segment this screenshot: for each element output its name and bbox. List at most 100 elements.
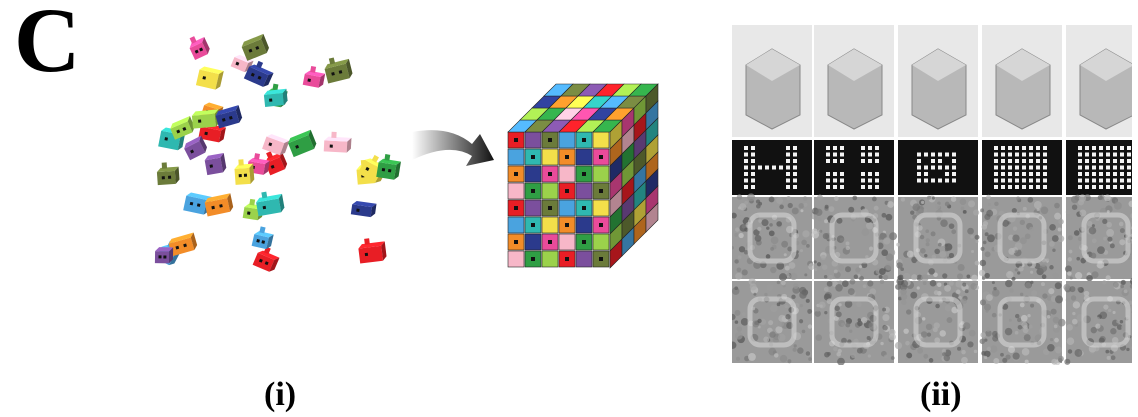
em-noise — [748, 352, 756, 361]
em-noise — [888, 333, 896, 341]
em-noise — [979, 299, 987, 306]
em-noise — [1131, 225, 1132, 231]
cube-front-cell — [558, 165, 576, 183]
em-noise — [1046, 295, 1052, 301]
mask-dot — [840, 159, 844, 163]
em-noise — [986, 294, 993, 302]
mask-dot — [1001, 178, 1005, 183]
mask-dot — [1029, 178, 1033, 183]
em-noise — [786, 275, 790, 279]
em-noise — [734, 233, 739, 237]
mask-dot — [751, 159, 755, 163]
em-noise — [739, 203, 747, 211]
em-noise — [963, 322, 971, 330]
em-noise — [799, 303, 804, 308]
em-noise — [925, 323, 933, 331]
em-noise — [768, 196, 775, 203]
em-noise — [868, 246, 874, 251]
em-noise — [1129, 278, 1132, 285]
em-noise — [1015, 313, 1020, 319]
em-noise — [858, 265, 863, 269]
em-noise — [768, 320, 774, 326]
mask-dot — [1029, 146, 1033, 150]
cube-front-hole — [531, 257, 535, 261]
em-noise — [1103, 236, 1107, 241]
em-noise — [778, 314, 786, 322]
em-noise — [950, 196, 957, 202]
em-noise — [784, 304, 788, 309]
em-noise — [1071, 318, 1078, 325]
brick — [358, 238, 387, 264]
mask-dot — [938, 165, 942, 170]
em-noise — [798, 203, 804, 209]
mask-dot — [1015, 178, 1019, 183]
em-noise — [779, 354, 788, 363]
em-noise — [900, 197, 905, 202]
em-noise — [861, 228, 870, 237]
mask-dot — [945, 178, 949, 183]
mask-dot — [875, 152, 879, 157]
brick — [215, 105, 243, 129]
em-noise — [1011, 276, 1016, 281]
mask-dot — [1127, 152, 1131, 157]
mask-dot — [1127, 185, 1131, 189]
em-noise — [917, 347, 924, 354]
em-noise — [1120, 284, 1125, 289]
em-noise — [933, 322, 940, 329]
em-noise — [1069, 276, 1073, 280]
em-noise — [1113, 201, 1122, 210]
brick — [262, 134, 290, 156]
em-noise — [985, 309, 989, 313]
em-noise — [978, 269, 986, 277]
cube-front-cell — [507, 182, 525, 200]
cube-front-cell — [592, 199, 610, 217]
em-noise — [1055, 346, 1063, 354]
brick — [376, 154, 401, 180]
em-particle — [1081, 296, 1131, 348]
em-noise — [882, 274, 889, 281]
em-noise — [889, 232, 898, 241]
em-noise — [766, 283, 774, 292]
em-noise — [974, 234, 980, 240]
em-particle — [997, 212, 1047, 264]
mask-dot — [1078, 172, 1082, 176]
em-noise — [906, 352, 913, 359]
em-noise — [824, 204, 829, 209]
em-noise — [957, 263, 965, 272]
mask-dot — [1015, 185, 1019, 189]
mask-dot — [861, 152, 865, 157]
em-noise — [1119, 239, 1126, 246]
em-noise — [1097, 194, 1103, 201]
em-noise — [984, 232, 989, 237]
em-noise — [896, 277, 904, 286]
cube-front-cell — [558, 131, 576, 149]
em-noise — [753, 229, 760, 236]
cube-front-cell — [575, 148, 593, 166]
em-noise — [1065, 297, 1071, 303]
em-noise — [1067, 271, 1072, 276]
em-noise — [1076, 256, 1081, 261]
em-noise — [1108, 308, 1112, 313]
em-noise — [768, 230, 775, 237]
em-noise — [826, 281, 833, 287]
mask-dot — [840, 152, 844, 157]
assembled-brick-cube — [507, 83, 659, 269]
cube-front-hole — [548, 206, 552, 210]
mask-dot — [1106, 172, 1110, 176]
em-noise — [883, 237, 891, 245]
em-noise — [926, 332, 932, 337]
em-particle — [913, 212, 963, 264]
em-noise — [757, 226, 762, 231]
em-noise — [984, 251, 991, 258]
em-noise — [1097, 246, 1105, 255]
em-noise — [1041, 274, 1047, 280]
em-noise — [944, 304, 952, 312]
cube-front-cell — [541, 148, 559, 166]
em-noise — [740, 317, 749, 326]
em-noise — [967, 227, 974, 235]
em-noise — [925, 242, 930, 247]
mask-dot — [833, 185, 837, 189]
em-noise — [799, 291, 807, 299]
mask-dot — [744, 178, 748, 183]
mask-dot — [1036, 185, 1040, 189]
